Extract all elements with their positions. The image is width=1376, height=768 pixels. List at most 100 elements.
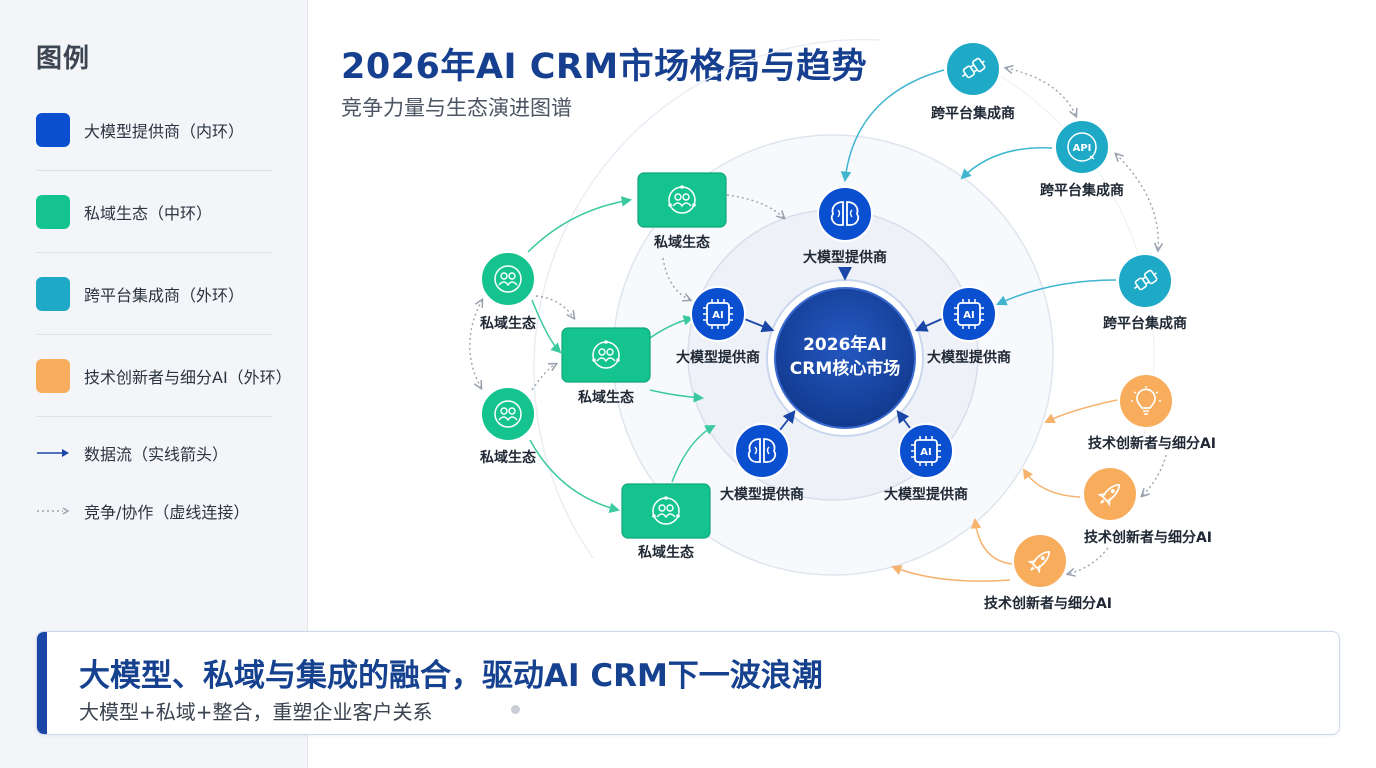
rocket-icon [1027, 550, 1051, 574]
private-node-circle [480, 251, 536, 307]
innovator-node-circle [1082, 466, 1138, 522]
flow-orange-3 [970, 517, 1013, 565]
legend-competition: 竞争/协作（虚线连接） [36, 496, 296, 526]
link-dash-9 [1068, 547, 1109, 574]
legend-label-integrator: 跨平台集成商（外环） [84, 285, 245, 305]
summary-banner: 大模型、私域与集成的融合，驱动AI CRM下一波浪潮 大模型+私域+整合，重塑企… [36, 631, 1340, 735]
integrator-node-label: 跨平台集成商 [1103, 315, 1187, 332]
llm-connectors [741, 266, 945, 431]
flow-green-2 [531, 299, 562, 354]
ai-chip-icon: AI [954, 299, 984, 329]
page-subtitle: 竞争力量与生态演进图谱 [341, 96, 572, 120]
flow-green-4 [649, 389, 705, 403]
flow-orange-1 [1044, 399, 1118, 423]
arrow-llm-right [914, 317, 945, 332]
legend-data-flow: 数据流（实线箭头） [36, 438, 296, 468]
link-dash-6 [1006, 68, 1076, 116]
flow-green-3 [649, 315, 695, 339]
brain-icon [830, 201, 860, 226]
flow-orange-4 [891, 565, 1011, 582]
community-icon [494, 265, 522, 293]
plug-icon [961, 57, 986, 79]
legend-item-innovator: 技术创新者与细分AI（外环） [36, 335, 292, 417]
private-node-label: 私域生态 [638, 544, 694, 561]
lightbulb-icon [1131, 386, 1161, 415]
legend-item-integrator: 跨平台集成商（外环） [36, 253, 272, 335]
integrator-node-circle [1117, 253, 1173, 309]
legend-swatch-innovator [36, 358, 70, 393]
private-domain-node-1: 私域生态 [637, 172, 727, 251]
private-domain-node-4: 私域生态 [480, 386, 536, 466]
innovator-node-3: 技术创新者与细分AI [984, 533, 1112, 612]
integrator-node-label: 跨平台集成商 [1040, 182, 1124, 199]
integrator-node-circle [945, 41, 1001, 97]
flow-green-6 [671, 425, 716, 483]
flow-teal-3 [996, 279, 1117, 306]
arrow-llm-bottom-left [779, 410, 796, 431]
legend-data-flow-label: 数据流（实线箭头） [84, 445, 229, 464]
integrator-node-label: 跨平台集成商 [931, 105, 1015, 122]
ai-chip-icon: AI [703, 299, 733, 329]
llm-provider-node-3: AI 大模型提供商 [927, 286, 1011, 366]
rocket-icon [1097, 483, 1121, 507]
llm-node-label: 大模型提供商 [720, 486, 804, 503]
link-dash-1 [726, 194, 784, 218]
private-node-label: 私域生态 [480, 449, 536, 466]
private-domain-flows [527, 196, 716, 513]
private-node-label: 私域生态 [654, 234, 710, 251]
llm-node-label: 大模型提供商 [676, 349, 760, 366]
private-node-box [621, 483, 711, 539]
private-node-label: 私域生态 [480, 315, 536, 332]
llm-node-label: 大模型提供商 [927, 349, 1011, 366]
flow-teal-1 [840, 69, 945, 183]
legend-label-private: 私域生态（中环） [84, 203, 213, 223]
legend-item-llm: 大模型提供商（内环） [36, 89, 272, 171]
banner-accent-bar [37, 632, 47, 734]
llm-node-label: 大模型提供商 [803, 249, 887, 266]
center-label-line2: CRM核心市场 [790, 358, 900, 379]
banner-subtitle: 大模型+私域+整合，重塑企业客户关系 [79, 700, 433, 724]
flow-orange-2 [1022, 468, 1081, 498]
legend-swatch-integrator [36, 276, 70, 311]
llm-provider-node-2: AI 大模型提供商 [676, 286, 760, 366]
integrator-node-circle [1054, 119, 1110, 175]
ai-chip-text: AI [963, 310, 974, 321]
link-dash-7 [1116, 154, 1158, 250]
arrow-llm-bottom-right [896, 409, 911, 429]
flow-green-5 [529, 439, 621, 513]
innovator-node-circle [1012, 533, 1068, 589]
integrator-node-3: 跨平台集成商 [1103, 253, 1187, 332]
banner-dot [511, 705, 520, 714]
competition-links [469, 68, 1167, 574]
innovator-node-label: 技术创新者与细分AI [984, 595, 1112, 612]
innovator-node-label: 技术创新者与细分AI [1088, 435, 1216, 452]
link-dash-4 [469, 300, 482, 388]
llm-provider-node-4: 大模型提供商 [720, 423, 804, 503]
dashed-arrow-icon [37, 507, 70, 515]
legend-label-innovator: 技术创新者与细分AI（外环） [84, 367, 292, 387]
llm-provider-node-5: AI 大模型提供商 [884, 423, 968, 503]
brain-icon [747, 438, 777, 463]
llm-node-circle [898, 423, 954, 479]
flow-green-1 [527, 196, 633, 253]
center-core [774, 287, 916, 429]
community-icon [652, 496, 680, 525]
ai-chip-icon: AI [911, 436, 941, 466]
llm-node-circle [734, 423, 790, 479]
innovator-flows [891, 399, 1118, 582]
link-dash-8 [1142, 454, 1167, 496]
integrator-node-2: API 跨平台集成商 [1040, 119, 1124, 199]
api-icon-text: API [1073, 143, 1092, 154]
private-node-label: 私域生态 [578, 389, 634, 406]
ecosystem-diagram: 2026年AI CRM核心市场 [469, 38, 1216, 612]
community-icon [592, 340, 620, 369]
private-node-box [637, 172, 727, 228]
community-icon [668, 185, 696, 214]
private-domain-node-3: 私域生态 [561, 327, 651, 406]
flow-teal-2 [960, 147, 1053, 180]
banner-title: 大模型、私域与集成的融合，驱动AI CRM下一波浪潮 [79, 658, 823, 694]
center-label-line1: 2026年AI [803, 334, 887, 355]
community-icon [494, 400, 522, 428]
legend-title: 图例 [36, 44, 91, 74]
private-domain-node-2: 私域生态 [480, 251, 536, 332]
